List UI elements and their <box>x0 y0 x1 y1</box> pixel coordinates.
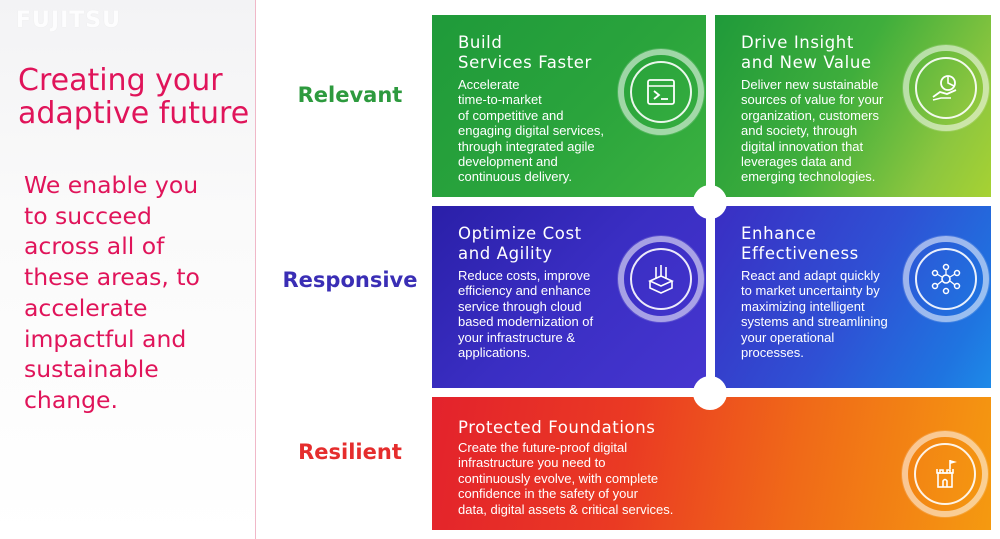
cloud-box-icon <box>648 265 674 294</box>
card-body: Deliver new sustainable sources of value… <box>741 77 884 185</box>
card-title: Optimize Cost and Agility <box>458 224 582 263</box>
card-optimize-cost: Optimize Cost and Agility Reduce costs, … <box>432 206 706 388</box>
card-title: Enhance Effectiveness <box>741 224 859 263</box>
row-label-responsive: Responsive <box>282 268 418 292</box>
icon-ring <box>903 45 989 131</box>
card-body: Reduce costs, improve efficiency and enh… <box>458 268 594 361</box>
card-body: Accelerate time-to-market of competitive… <box>458 77 604 185</box>
connector-dot <box>695 378 725 408</box>
fujitsu-logo: FUJITSU <box>16 8 121 33</box>
intro-text: We enable you to succeed across all of t… <box>24 171 200 414</box>
network-people-icon <box>931 263 961 295</box>
card-drive-insight: Drive Insight and New Value Deliver new … <box>715 15 991 197</box>
card-body: Create the future-proof digital infrastr… <box>458 440 674 517</box>
card-title: Drive Insight and New Value <box>741 33 872 72</box>
row-label-resilient: Resilient <box>298 440 402 464</box>
card-enhance-effectiveness: Enhance Effectiveness React and adapt qu… <box>715 206 991 388</box>
hand-chart-icon <box>932 75 957 101</box>
card-build-services: Build Services Faster Accelerate time-to… <box>432 15 706 197</box>
icon-ring <box>618 49 704 135</box>
connector-dot <box>695 187 725 217</box>
icon-ring <box>618 236 704 322</box>
page-title: Creating your adaptive future <box>18 63 250 131</box>
card-body: React and adapt quickly to market uncert… <box>741 268 888 361</box>
code-window-icon <box>647 79 675 105</box>
card-title: Protected Foundations <box>458 418 656 437</box>
row-label-relevant: Relevant <box>297 83 403 107</box>
castle-flag-icon <box>936 460 957 488</box>
icon-ring <box>902 431 988 517</box>
left-panel: FUJITSU Creating your adaptive future We… <box>0 0 256 539</box>
icon-ring <box>903 236 989 322</box>
card-title: Build Services Faster <box>458 33 592 72</box>
card-protected-foundations: Protected Foundations Create the future-… <box>432 397 991 530</box>
